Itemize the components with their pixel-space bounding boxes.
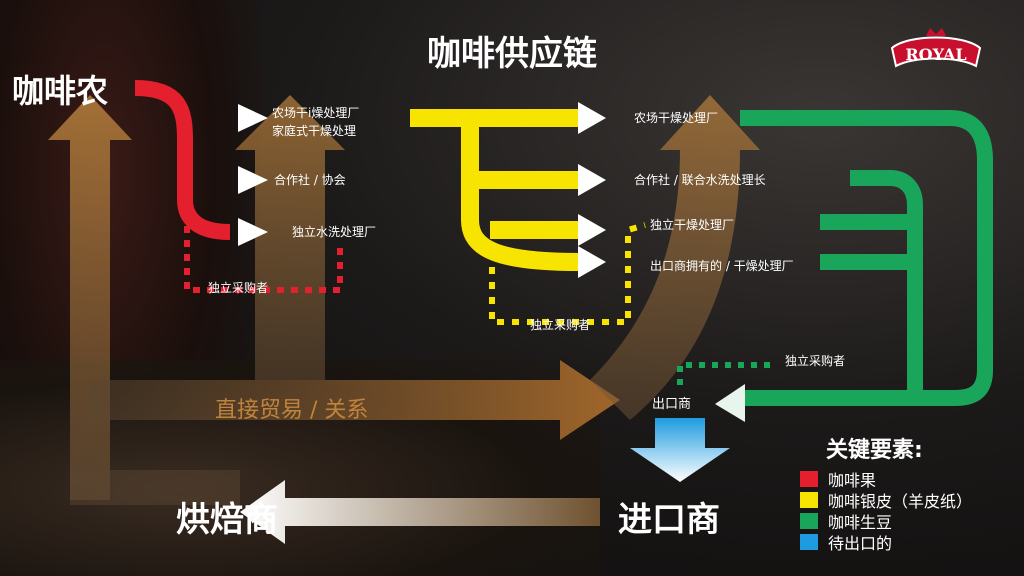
- legend-item: 咖啡生豆: [800, 510, 972, 532]
- royal-logo: ROYAL: [888, 26, 984, 72]
- page-title: 咖啡供应链: [427, 34, 597, 74]
- cherry-buyer-label: 独立采购者: [208, 281, 269, 295]
- parchment-target-label: 独立干燥处理厂: [650, 218, 735, 232]
- legend-item: 咖啡银皮（羊皮纸）: [800, 489, 973, 511]
- green-swatch-icon: [800, 512, 818, 529]
- yellow-swatch-icon: [800, 491, 818, 508]
- parchment-target-label: 出口商拥有的 / 干燥处理厂: [650, 259, 794, 273]
- green-arrowhead: [715, 384, 745, 422]
- legend: 关键要素: 咖啡果 咖啡银皮（羊皮纸） 咖啡生豆 待出口的: [800, 432, 973, 553]
- parchment-buyer-label: 独立采购者: [530, 318, 591, 332]
- green-buyer-label: 独立采购者: [785, 354, 846, 368]
- export-arrow: [630, 418, 730, 482]
- cherry-target-label: 农场干i燥处理厂: [272, 106, 360, 120]
- node-farmer: 咖啡农: [12, 72, 109, 110]
- legend-label: 咖啡生豆: [828, 512, 893, 532]
- legend-item: 待出口的: [800, 531, 972, 553]
- parchment-arrowheads: [578, 102, 606, 278]
- node-exporter: 出口商: [652, 397, 692, 412]
- legend-item: 咖啡果: [800, 468, 972, 490]
- node-roaster: 烘焙商: [176, 500, 278, 540]
- parchment-flow-arrows: [410, 109, 646, 325]
- svg-text:ROYAL: ROYAL: [905, 45, 966, 64]
- green-flow-arrows: [677, 110, 993, 406]
- legend-label: 咖啡果: [828, 470, 877, 490]
- blue-swatch-icon: [800, 533, 818, 550]
- cherry-arrowheads: [238, 104, 268, 246]
- importer-to-roaster-arrow: [240, 480, 600, 544]
- parchment-target-label: 农场干燥处理厂: [634, 111, 719, 125]
- direct-trade-label: 直接贸易 / 关系: [215, 398, 369, 423]
- cherry-target-label: 家庭式干燥处理: [272, 124, 357, 138]
- legend-title: 关键要素:: [826, 438, 923, 463]
- cherry-target-label: 独立水洗处理厂: [292, 225, 377, 239]
- red-swatch-icon: [800, 470, 818, 487]
- legend-label: 咖啡银皮（羊皮纸）: [828, 491, 973, 511]
- cherry-flow-arrows: [134, 80, 343, 293]
- cherry-target-label: 合作社 / 协会: [274, 173, 346, 187]
- legend-label: 待出口的: [828, 533, 893, 553]
- farmer-return-arrow: [48, 95, 240, 505]
- direct-trade-arrow: [90, 95, 760, 440]
- node-importer: 进口商: [618, 500, 720, 540]
- parchment-target-label: 合作社 / 联合水洗处理长: [634, 173, 766, 187]
